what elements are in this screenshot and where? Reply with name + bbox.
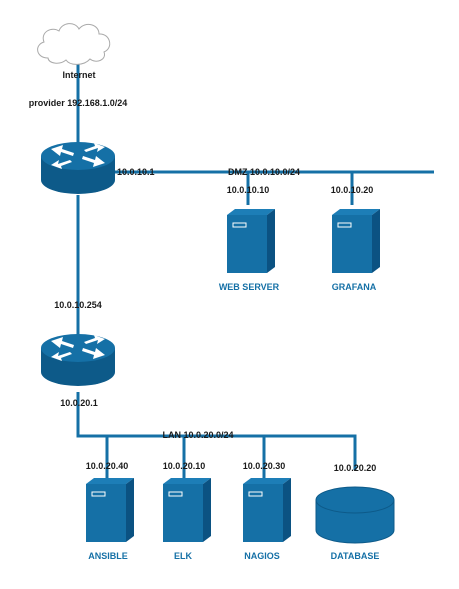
web-server-name: WEB SERVER — [219, 282, 280, 292]
elk-server-icon — [162, 477, 212, 543]
grafana-name: GRAFANA — [332, 282, 377, 292]
lan-label: LAN 10.0.20.0/24 — [162, 430, 233, 440]
dmz-label: DMZ 10.0.10.0/24 — [228, 167, 300, 177]
nagios-ip: 10.0.20.30 — [243, 461, 286, 471]
grafana-server-icon — [331, 208, 381, 274]
elk-name: ELK — [174, 551, 193, 561]
provider-label: provider 192.168.1.0/24 — [29, 98, 128, 108]
ansible-name: ANSIBLE — [88, 551, 128, 561]
database-ip: 10.0.20.20 — [334, 463, 377, 473]
web-server-icon — [226, 208, 276, 274]
database-name: DATABASE — [331, 551, 380, 561]
elk-ip: 10.0.20.10 — [163, 461, 206, 471]
router-icon — [41, 142, 115, 194]
database-icon — [315, 486, 395, 544]
connections — [76, 62, 434, 478]
nagios-server-icon — [242, 477, 292, 543]
router-icon — [41, 334, 115, 386]
router2-bottom-ip: 10.0.20.1 — [60, 398, 98, 408]
internet-label: Internet — [62, 70, 95, 80]
lan-segment — [76, 392, 357, 470]
grafana-ip: 10.0.10.20 — [331, 185, 374, 195]
router2-top-ip: 10.0.10.254 — [54, 300, 102, 310]
ansible-ip: 10.0.20.40 — [86, 461, 129, 471]
router1-ip-label: 10.0.10.1 — [117, 167, 155, 177]
web-server-ip: 10.0.10.10 — [227, 185, 270, 195]
ansible-server-icon — [85, 477, 135, 543]
nagios-name: NAGIOS — [244, 551, 280, 561]
internet-cloud-icon — [37, 23, 111, 65]
